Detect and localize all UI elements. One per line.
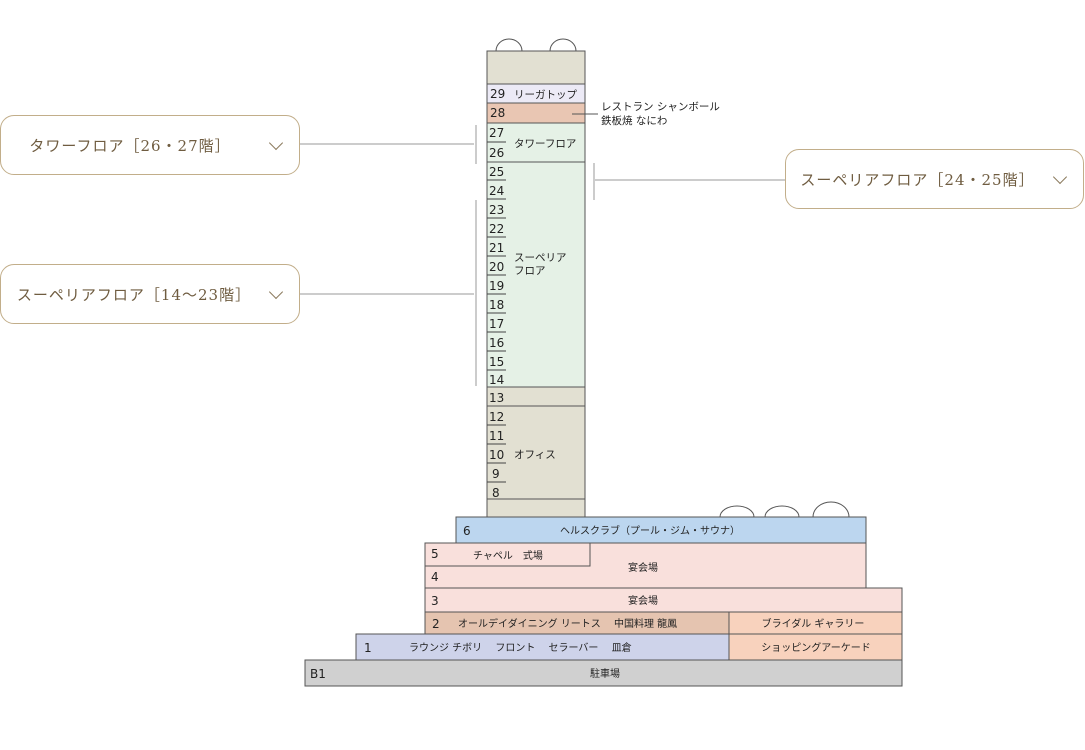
- floor-26-number: 26: [489, 146, 504, 160]
- connector-lines: [300, 125, 785, 386]
- callout-label: タワーフロア［26・27階］: [29, 136, 231, 155]
- floor-29-label: リーガトップ: [514, 89, 577, 101]
- floor-12-number: 12: [489, 410, 504, 424]
- floor-17-number: 17: [489, 317, 504, 331]
- floor-3-label: 宴会場: [628, 594, 658, 607]
- tower-floor-label: タワーフロア: [514, 138, 576, 150]
- floor-5-number: 5: [431, 547, 439, 561]
- office-label: オフィス: [514, 449, 556, 461]
- restaurant-label-1: レストラン シャンボール: [601, 101, 720, 113]
- chapel-label: チャペル 式場: [473, 549, 543, 562]
- superior-label-line1: スーペリア: [514, 252, 567, 264]
- floor-14-number: 14: [489, 373, 504, 387]
- superior-floor-14-23-callout[interactable]: スーペリアフロア［14～23階］: [0, 264, 300, 324]
- floor-21-number: 21: [489, 241, 504, 255]
- floor-2-label: オールデイダイニング リートス 中国料理 龍鳳: [458, 617, 677, 630]
- floor-1-lobby-block[interactable]: [355, 633, 730, 661]
- floor-6-block[interactable]: [455, 516, 867, 544]
- rooftop-domes: [495, 38, 850, 518]
- tower-floor-callout[interactable]: タワーフロア［26・27階］: [0, 115, 300, 175]
- floor-29-number: 29: [490, 87, 505, 101]
- floor-b1-number: B1: [310, 667, 326, 681]
- floor-ticks: [487, 141, 506, 483]
- floor-19-number: 19: [489, 279, 504, 293]
- floor-1-number: 1: [364, 641, 372, 655]
- floor-3-block[interactable]: [424, 587, 903, 613]
- floor-2-number: 2: [432, 617, 440, 631]
- floor-b1-block[interactable]: [304, 659, 903, 687]
- callout-label: スーペリアフロア［14～23階］: [16, 285, 252, 304]
- floor-16-number: 16: [489, 336, 504, 350]
- floor-11-number: 11: [489, 429, 504, 443]
- floor-28-number: 28: [490, 106, 505, 120]
- parking-label: 駐車場: [590, 667, 620, 680]
- floor-6-label: ヘルスクラブ（プール・ジム・サウナ）: [560, 524, 740, 537]
- floor-8-number: 8: [492, 486, 500, 500]
- floor-6-number: 6: [463, 524, 471, 538]
- callout-label: スーペリアフロア［24・25階］: [800, 170, 1035, 189]
- floor-20-number: 20: [489, 260, 504, 274]
- floor-25-number: 25: [489, 165, 504, 179]
- office-block: [486, 405, 586, 500]
- floor-24-number: 24: [489, 184, 504, 198]
- banquet-4-5-label: 宴会場: [628, 561, 658, 574]
- shopping-arcade-label: ショッピングアーケード: [761, 641, 870, 654]
- floor-1-label: ラウンジ チボリ フロント セラーバー 皿倉: [409, 641, 632, 654]
- floor-3-number: 3: [431, 594, 439, 608]
- floor-13-number: 13: [489, 391, 504, 405]
- tower-base-block: [486, 498, 586, 518]
- floor-23-number: 23: [489, 203, 504, 217]
- tower-roof-block: [486, 50, 586, 85]
- floor-10-number: 10: [489, 448, 504, 462]
- bridal-gallery-label: ブライダル ギャラリー: [762, 617, 865, 630]
- floor-27-number: 27: [489, 126, 504, 140]
- superior-floor-24-25-callout[interactable]: スーペリアフロア［24・25階］: [785, 149, 1084, 209]
- floor-4-number: 4: [431, 570, 439, 584]
- floor-1-shopping-block[interactable]: [728, 633, 903, 661]
- floor-15-number: 15: [489, 355, 504, 369]
- chapel-divider: [425, 543, 591, 567]
- restaurant-label-2: 鉄板焼 なにわ: [601, 114, 667, 127]
- floor-22-number: 22: [489, 222, 504, 236]
- floor-18-number: 18: [489, 298, 504, 312]
- floor-9-number: 9: [492, 467, 500, 481]
- superior-label-line2: フロア: [514, 265, 546, 277]
